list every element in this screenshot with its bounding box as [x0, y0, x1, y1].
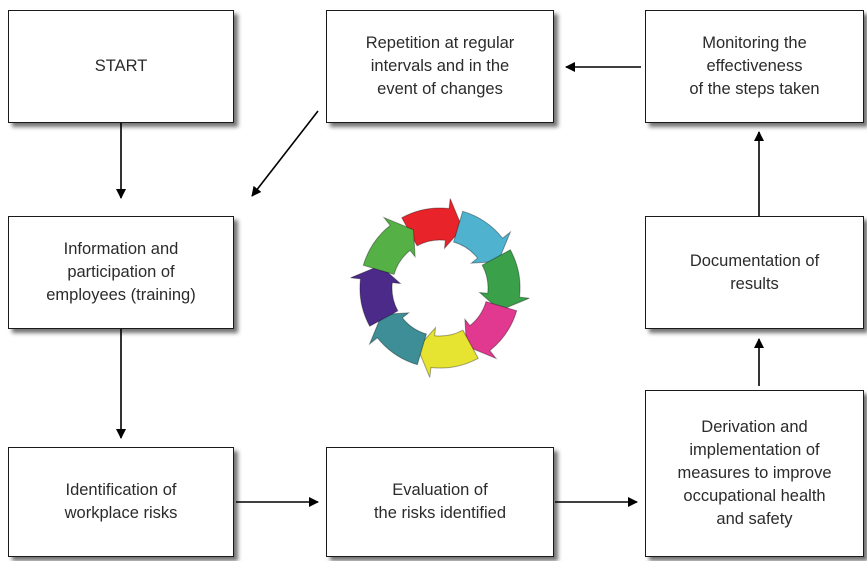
step-identification: Identification of workplace risks	[8, 447, 234, 557]
step-derivation: Derivation and implementation of measure…	[645, 390, 864, 557]
step-repetition: Repetition at regular intervals and in t…	[326, 10, 554, 123]
arrow-repetition-to-information	[251, 110, 319, 197]
cycle-arrows-graphic	[350, 198, 530, 378]
step-information: Information and participation of employe…	[8, 216, 234, 329]
cycle-arrow-segment	[362, 216, 416, 276]
step-evaluation: Evaluation of the risks identified	[326, 447, 554, 557]
step-start: START	[8, 10, 234, 123]
step-documentation: Documentation of results	[645, 216, 864, 329]
step-monitoring: Monitoring the effectiveness of the step…	[645, 10, 864, 123]
